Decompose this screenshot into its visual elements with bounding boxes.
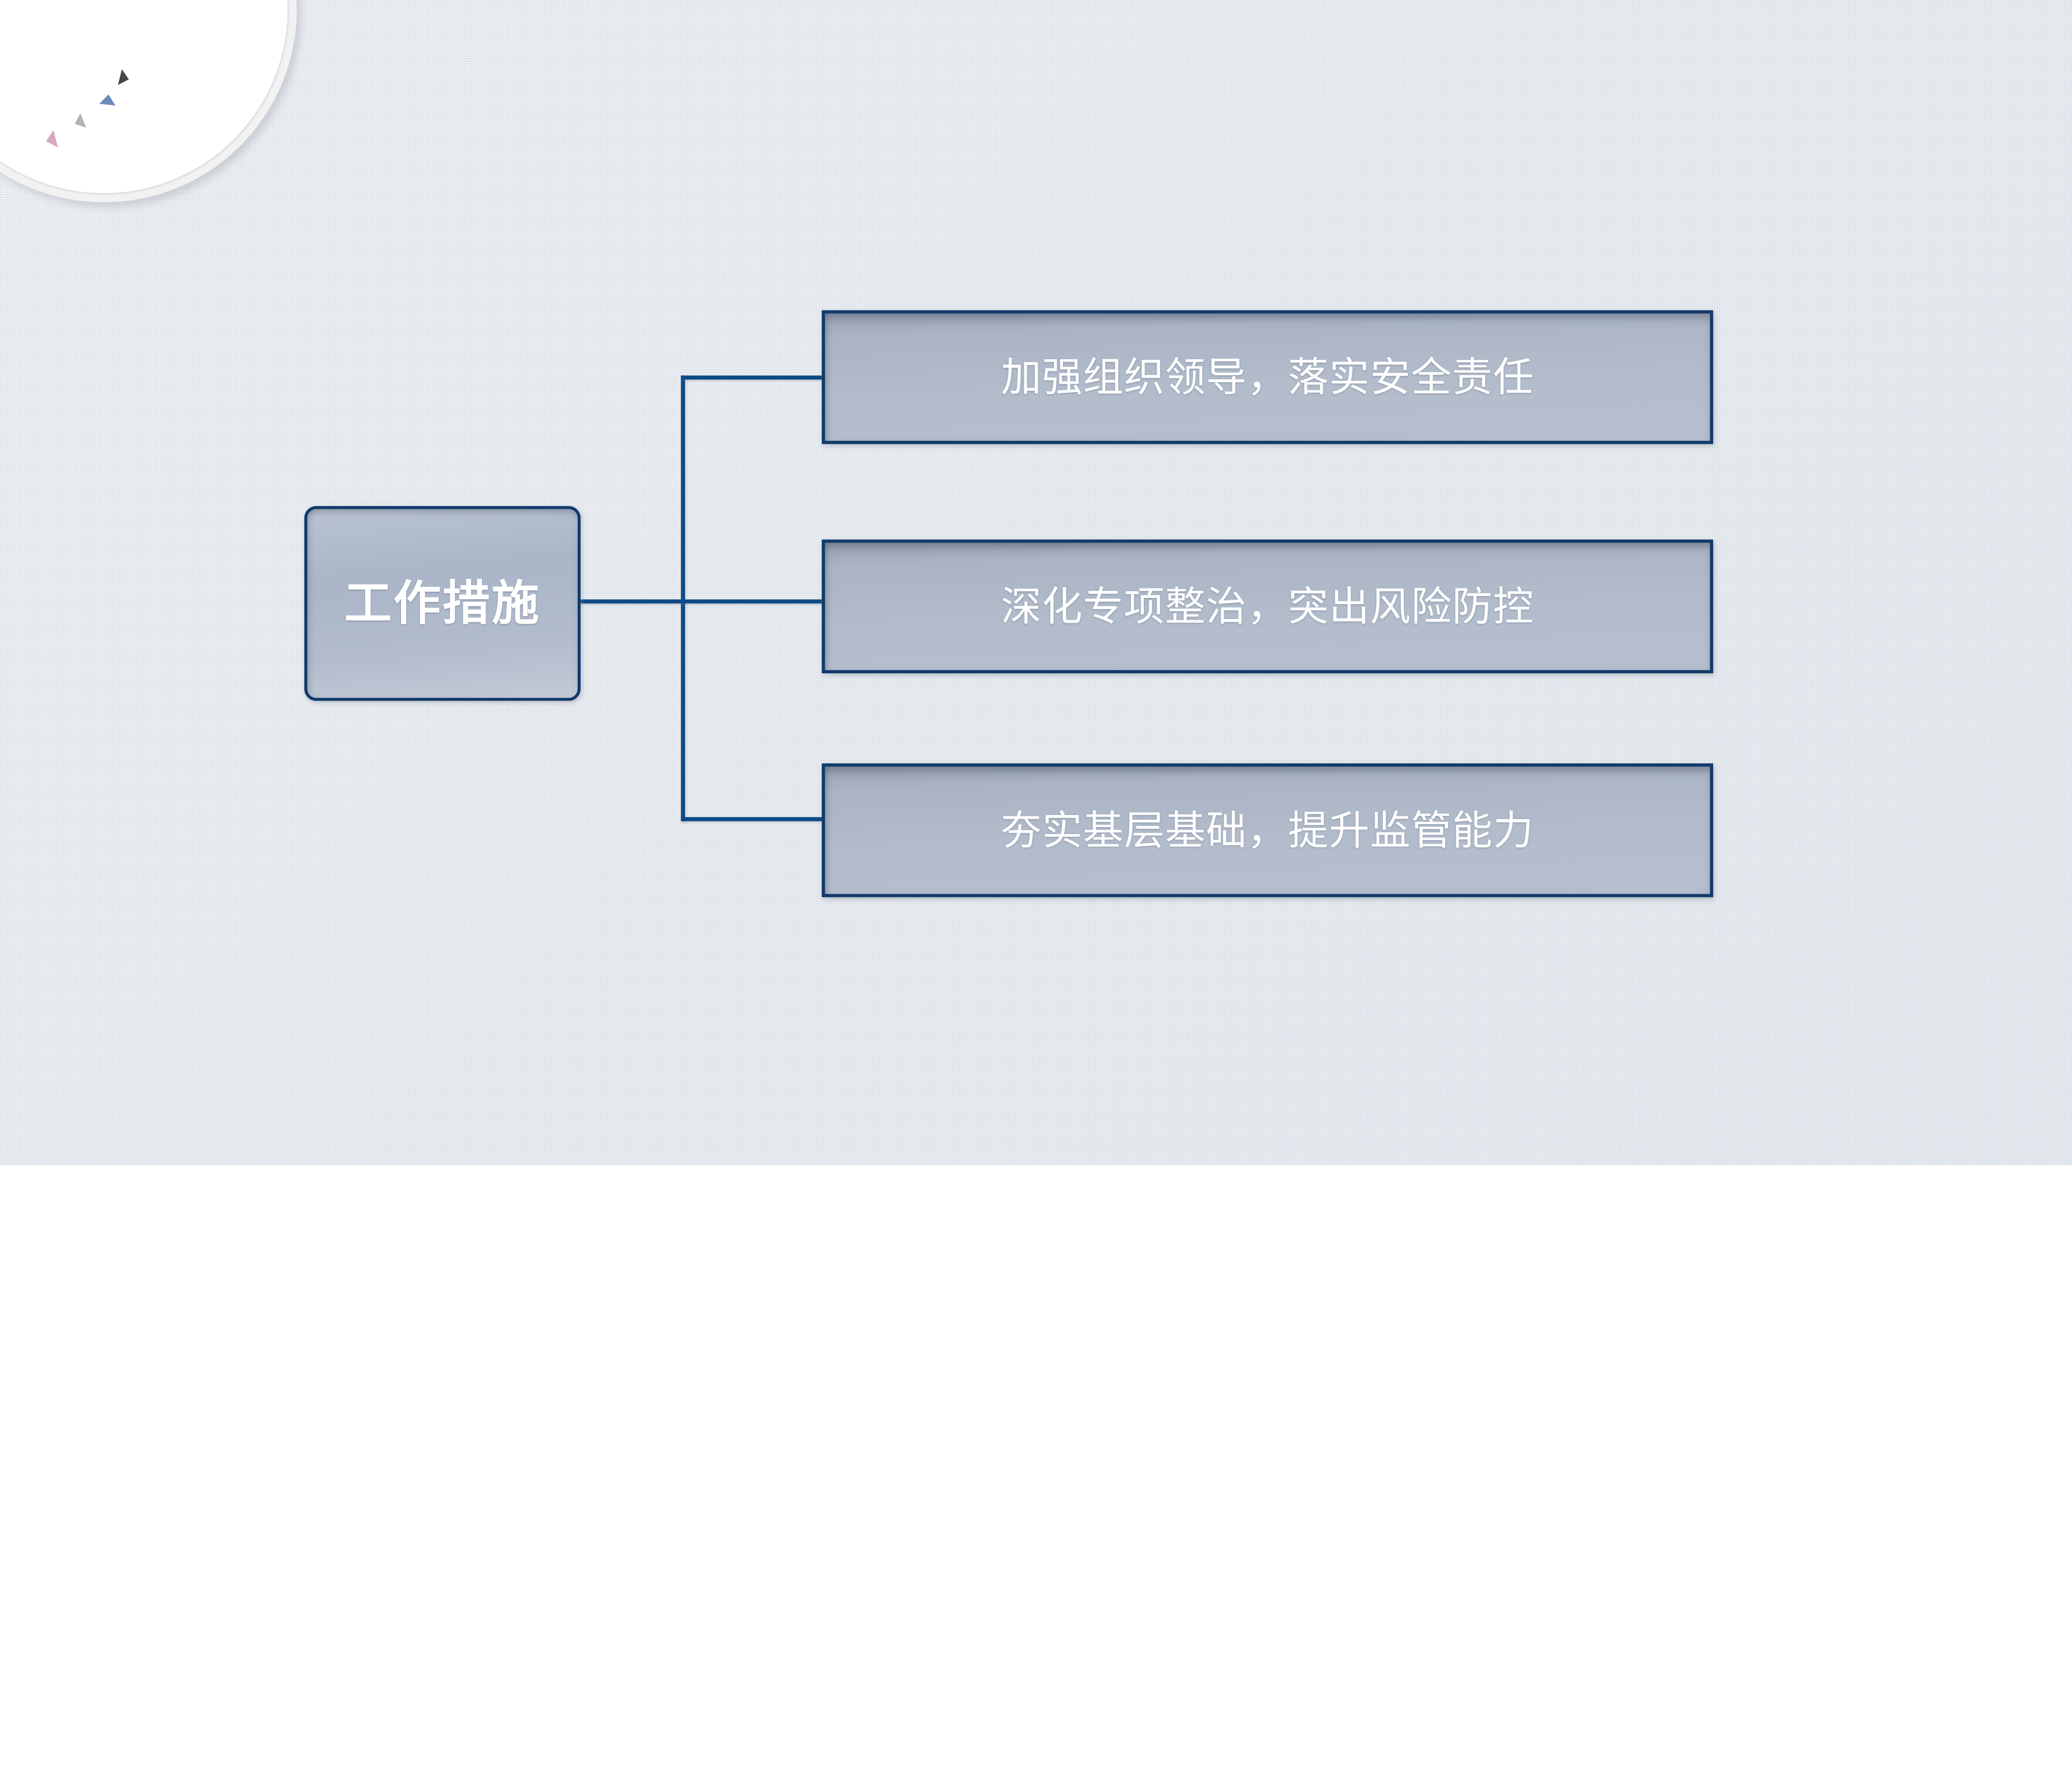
connector-branch-2 (681, 599, 823, 604)
root-node-label: 工作措施 (344, 577, 541, 630)
branch-node-3-label: 夯实基层基础，提升监管能力 (1001, 808, 1534, 853)
branch-node-2[interactable]: 深化专项整治，突出风险防控 (822, 539, 1714, 673)
branch-node-2-label: 深化专项整治，突出风险防控 (1001, 583, 1534, 629)
connector-trunk (681, 375, 685, 821)
slide-canvas: 工作措施 加强组织领导，落实安全责任 深化专项整治，突出风险防控 夯实基层基础，… (0, 0, 2072, 1166)
connector-root-stem (579, 599, 685, 604)
connector-branch-1 (681, 375, 823, 380)
connector-branch-3 (681, 817, 823, 821)
branch-node-3[interactable]: 夯实基层基础，提升监管能力 (822, 763, 1714, 897)
root-node[interactable]: 工作措施 (304, 506, 581, 701)
branch-node-1[interactable]: 加强组织领导，落实安全责任 (822, 310, 1714, 444)
branch-node-1-label: 加强组织领导，落实安全责任 (1001, 354, 1534, 400)
